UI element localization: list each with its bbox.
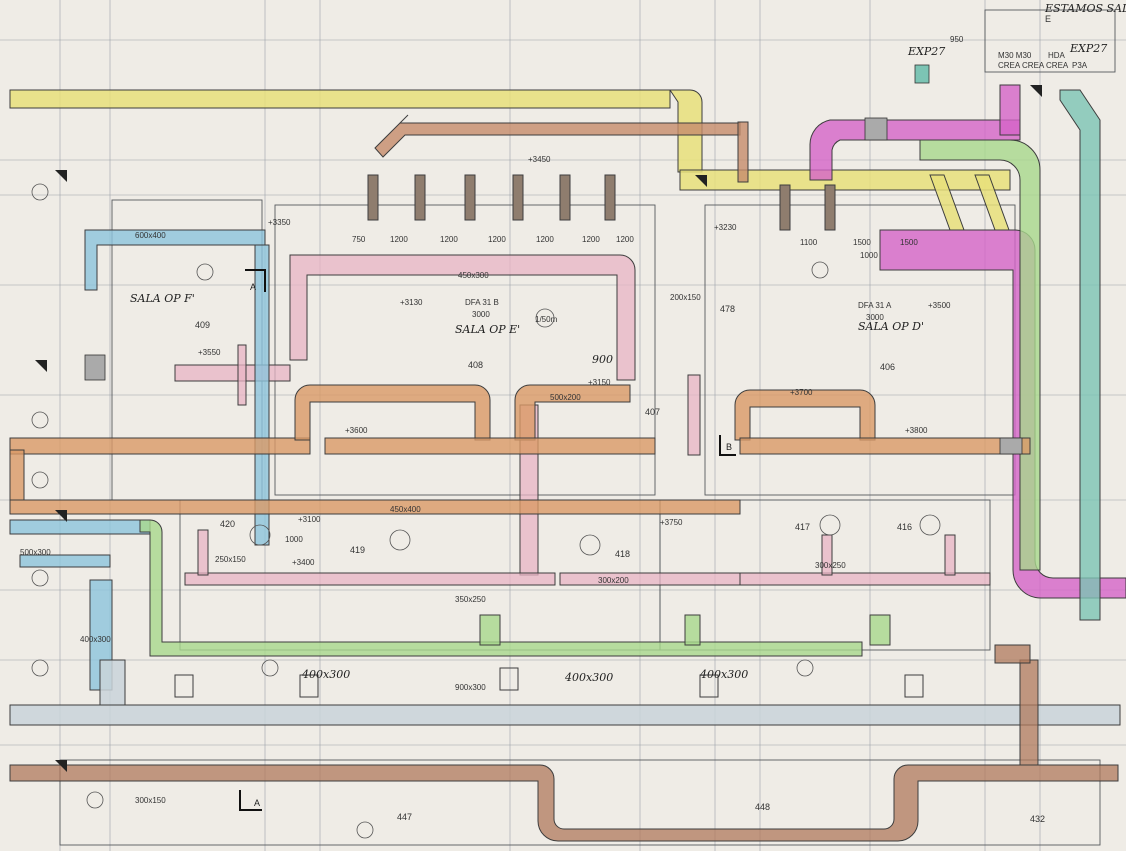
- elevation-labels: +3130 +3350 +3450 +3400 +3600 +3750 +315…: [198, 155, 951, 567]
- corner-dimension: 950: [950, 35, 964, 44]
- duct-label: 300x250: [815, 561, 846, 570]
- green-duct-right: [919, 89, 1101, 621]
- code-label: M30 M30: [998, 51, 1032, 60]
- room-labels: SALA OP F' 409 SALA OP E' DFA 31 B 3000 …: [130, 292, 924, 372]
- elevation: +3450: [528, 155, 551, 164]
- dimension: 1500: [900, 238, 918, 247]
- pink-duct: [174, 254, 991, 586]
- duct-size-labels: 450x300 450x400 500x200 300x150 300x250 …: [20, 231, 846, 805]
- room-val-d: 3000: [866, 313, 884, 322]
- elevation: +3150: [588, 378, 611, 387]
- room-number: 417: [795, 522, 810, 532]
- handwritten-duct-size: 400x300: [301, 668, 350, 681]
- room-number-408: 408: [468, 360, 483, 370]
- code-label: HDA: [1048, 51, 1066, 60]
- duct-label: 500x200: [550, 393, 581, 402]
- exp-label: EXP27: [1069, 42, 1107, 55]
- dimension: 1200: [616, 235, 634, 244]
- elevation: +3230: [714, 223, 737, 232]
- elevation: +3750: [660, 518, 683, 527]
- duct-label: 450x400: [390, 505, 421, 514]
- magenta-duct: [809, 84, 1126, 599]
- elevation: +3800: [905, 426, 928, 435]
- dimension: 1200: [440, 235, 458, 244]
- room-number-labels: 420 419 418 417 416 407 447 448 432 478: [220, 304, 1045, 824]
- handwritten-duct-size: 400x300: [564, 671, 613, 684]
- duct-label: 350x250: [455, 595, 486, 604]
- section-mark-a-top: A: [250, 282, 256, 292]
- room-name-e: SALA OP E': [455, 323, 520, 336]
- handwritten-duct-size: 400x300: [699, 668, 748, 681]
- duct-label: 450x300: [458, 271, 489, 280]
- room-scale-e: 1/50m: [535, 315, 558, 324]
- elevation: +3130: [400, 298, 423, 307]
- room-number: 478: [720, 304, 735, 314]
- duct-label: 600x400: [135, 231, 166, 240]
- elevation: +3500: [928, 301, 951, 310]
- elevation: +3100: [298, 515, 321, 524]
- room-number: 418: [615, 549, 630, 559]
- dimension: 1500: [853, 238, 871, 247]
- left-markers: [35, 85, 1042, 772]
- brown-duct-bottom: [9, 644, 1119, 842]
- room-number-406: 406: [880, 362, 895, 372]
- duct-label: 300x200: [598, 576, 629, 585]
- diffuser-row: [367, 174, 836, 231]
- orange-duct: [9, 114, 1031, 515]
- dimension: 1200: [536, 235, 554, 244]
- room-number: 448: [755, 802, 770, 812]
- corner-room: E: [1045, 14, 1051, 24]
- room-number-409: 409: [195, 320, 210, 330]
- room-number: 420: [220, 519, 235, 529]
- room-number: 407: [645, 407, 660, 417]
- room-name-f: SALA OP F': [130, 292, 195, 305]
- duct-label: 250x150: [215, 555, 246, 564]
- duct-label: 900x300: [455, 683, 486, 692]
- duct-label: 500x300: [20, 548, 51, 557]
- dimension: 1200: [390, 235, 408, 244]
- handwritten-note: 900: [592, 353, 613, 366]
- duct-label: 1000: [285, 535, 303, 544]
- dimension: 1000: [860, 251, 878, 260]
- room-sub-e: DFA 31 B: [465, 298, 499, 307]
- room-name-d: SALA OP D': [858, 320, 924, 333]
- corridor-diffusers: [174, 667, 924, 698]
- dimension: 1200: [488, 235, 506, 244]
- room-number: 447: [397, 812, 412, 822]
- room-val-e: 3000: [472, 310, 490, 319]
- room-sub-d: DFA 31 A: [858, 301, 892, 310]
- blue-duct: [9, 229, 270, 691]
- handwritten-notes: 400x300 400x300 400x300 900: [301, 353, 748, 684]
- green-duct-lower: [139, 519, 891, 657]
- dimension: 750: [352, 235, 366, 244]
- header-note: ESTAMOS SALA: [1044, 2, 1126, 15]
- code-label: P3A: [1072, 61, 1088, 70]
- fixtures: [31, 183, 941, 839]
- elevation: +3350: [268, 218, 291, 227]
- duct-label: 200x150: [670, 293, 701, 302]
- code-label: CREA CREA CREA: [998, 61, 1069, 70]
- corridor-duct: [9, 659, 1121, 726]
- dimension: 1100: [800, 238, 818, 247]
- section-mark-a-bottom: A: [254, 798, 260, 808]
- elevation: +3550: [198, 348, 221, 357]
- dimension-labels: 750 1200 1200 1200 1200 1200 1200 1100 1…: [352, 235, 918, 260]
- elevation: +3600: [345, 426, 368, 435]
- exp-label: EXP27: [907, 45, 945, 58]
- top-right-block: ESTAMOS SALA E 950 EXP27 EXP27 M30 M30 H…: [907, 2, 1126, 84]
- dimension: 1200: [582, 235, 600, 244]
- elevation: +3700: [790, 388, 813, 397]
- room-number: 416: [897, 522, 912, 532]
- duct-label: 300x150: [135, 796, 166, 805]
- room-number: 432: [1030, 814, 1045, 824]
- duct-label: 400x300: [80, 635, 111, 644]
- room-number: 419: [350, 545, 365, 555]
- section-mark-b: B: [726, 442, 732, 452]
- section-marks: A A B: [239, 269, 736, 811]
- elevation: +3400: [292, 558, 315, 567]
- silencers: [84, 117, 1023, 455]
- yellow-duct: [9, 89, 1011, 231]
